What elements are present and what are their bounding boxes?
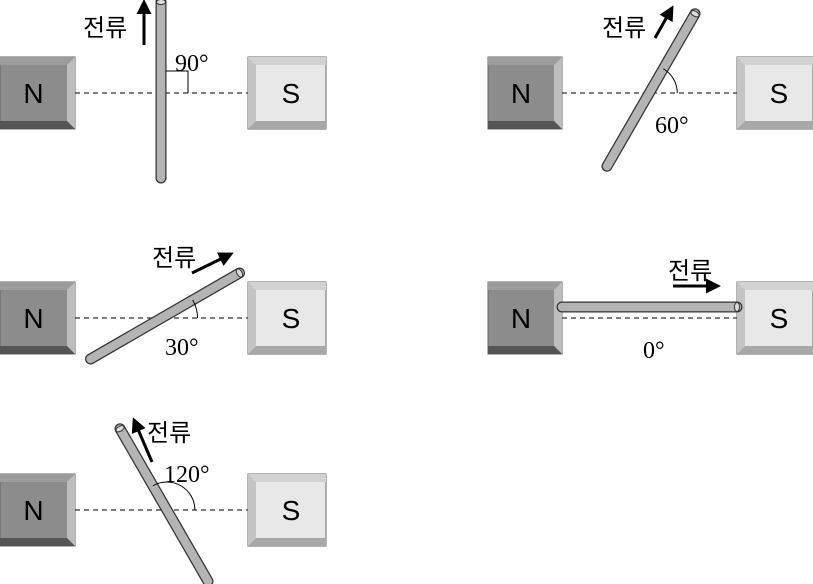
magnet-bevel-bottom [488,346,562,354]
magnet-body [247,473,327,547]
rod-end-cap [115,425,125,433]
conductor-rod [86,268,244,364]
magnet-bevel-right [554,57,562,129]
magnet-bevel-right [67,474,75,546]
magnet-bevel-top [248,282,326,290]
current-direction-arrow-icon [653,5,674,39]
angle-label: 30° [165,335,199,361]
magnet-bevel-top [488,282,562,290]
current-label: 전류 [147,419,191,447]
current-label: 전류 [83,14,127,42]
north-magnet: N [0,56,76,130]
magnet-bevel-bottom [737,346,813,354]
magnet-bevel-left [248,57,256,129]
angle-arc [192,299,199,319]
magnet-bevel-top [0,474,75,482]
rod-end-cap [156,0,166,5]
panel-angle-0: N S 0° 전류 [487,257,813,364]
current-label: 전류 [152,244,196,272]
magnet-body [0,281,76,355]
magnet-bevel-top [488,57,562,65]
magnet-bevel-left [737,57,745,129]
magnet-bevel-bottom [248,121,326,129]
north-pole-label: N [23,78,43,109]
north-pole-label: N [511,303,531,334]
south-pole-label: S [282,495,301,526]
magnet-body [0,56,76,130]
magnet-bevel-bottom [0,346,75,354]
current-label: 전류 [668,257,712,285]
angle-arc [663,68,678,94]
magnet-bevel-right [67,282,75,354]
magnet-body [247,56,327,130]
north-pole-label: N [23,303,43,334]
current-label: 전류 [602,14,646,42]
south-magnet: S [247,473,327,547]
south-magnet: S [736,281,813,355]
south-pole-label: S [282,78,301,109]
conductor-rod [602,9,700,171]
magnet-bevel-top [248,57,326,65]
north-pole-label: N [511,78,531,109]
north-magnet: N [0,473,76,547]
magnet-bevel-left [737,282,745,354]
magnet-bevel-bottom [248,538,326,546]
south-magnet: S [736,56,813,130]
south-pole-label: S [770,78,789,109]
north-magnet: N [0,281,76,355]
rod-end-cap [235,268,244,278]
magnet-bevel-top [248,474,326,482]
south-pole-label: S [770,303,789,334]
magnet-body [736,56,813,130]
angle-label: 60° [655,113,689,139]
angle-label: 0° [643,338,665,364]
right-angle-mark [166,70,189,93]
rod-end-cap [734,302,740,312]
panel-angle-60: N S 60° 전류 [487,5,813,172]
magnet-bevel-top [0,282,75,290]
rod-end-cap [690,10,700,18]
magnet-bevel-right [67,57,75,129]
magnet-body [0,473,76,547]
current-direction-arrow-icon [191,252,234,275]
north-pole-label: N [23,495,43,526]
magnet-bevel-bottom [0,538,75,546]
south-magnet: S [247,56,327,130]
north-magnet: N [487,281,563,355]
panel-angle-30: N S 30° 전류 [0,244,327,365]
angle-arc [152,481,196,511]
magnet-bevel-bottom [737,121,813,129]
magnet-bevel-top [0,57,75,65]
magnet-bevel-bottom [248,346,326,354]
south-pole-label: S [282,303,301,334]
magnet-body [487,56,563,130]
magnet-bevel-left [248,474,256,546]
magnet-bevel-right [554,282,562,354]
angle-label: 90° [175,51,209,77]
current-direction-arrow-icon [131,417,154,463]
magnet-bevel-top [737,282,813,290]
panel-angle-120: N S 120° 전류 [0,417,327,584]
south-magnet: S [247,281,327,355]
conductor-rod [115,424,213,584]
panel-angle-90: N S 90° 전류 [0,0,327,184]
north-magnet: N [487,56,563,130]
magnet-bevel-bottom [488,121,562,129]
magnet-body [247,281,327,355]
magnet-bevel-bottom [0,121,75,129]
angle-label: 120° [164,462,210,488]
magnet-bevel-top [737,57,813,65]
magnet-bevel-left [248,282,256,354]
